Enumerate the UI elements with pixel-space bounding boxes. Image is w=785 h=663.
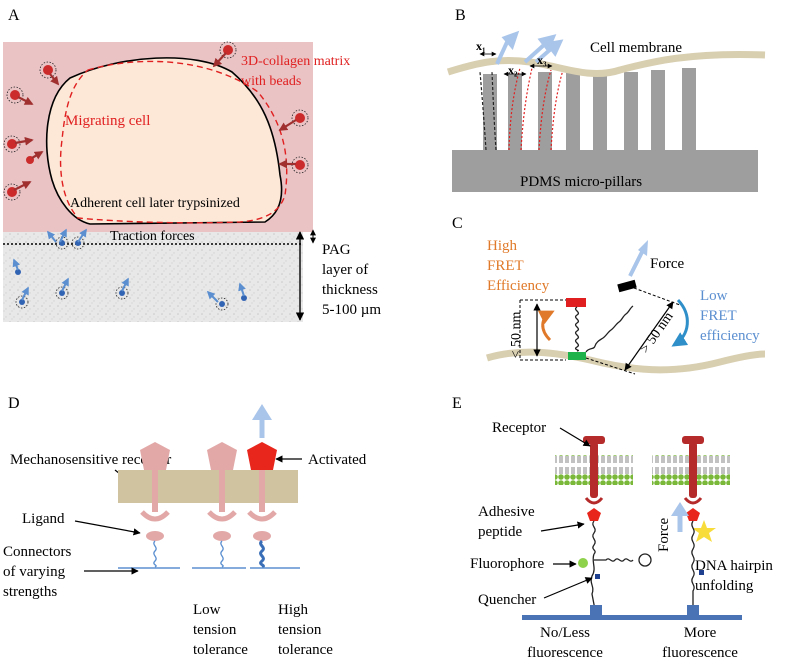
receptor-1 [140,442,170,568]
low-tension-line2: tension [193,622,237,638]
fluorophore-label: Fluorophore [470,556,545,572]
fluorescence-star [692,520,716,542]
low-fret-transfer-arrow [671,298,689,347]
high-tension-line3: tolerance [278,642,333,658]
fret-acceptor-stretched [617,279,637,293]
force-label-c: Force [650,256,684,272]
pag-label-line2: layer of [322,262,368,278]
hairpin-label-line1: DNA hairpin [695,558,773,574]
fret-donor [568,352,586,360]
migrating-cell-outline [45,57,283,225]
pillar-force-arrows [495,30,564,65]
distance-label-short: < 50 nm [509,312,524,359]
panel-a: A 3D-collagen matrix with beads Migratin… [3,7,381,322]
migrating-cell-label: Migrating cell [65,113,150,129]
pag-label-line3: thickness [322,282,378,298]
x1-label: x₁ [476,39,486,53]
pag-layer [3,232,303,322]
high-tension-line2: tension [278,622,322,638]
fret-acceptor-relaxed [566,298,586,307]
pag-label-line4: 5-100 µm [322,302,381,318]
receptor-label-e: Receptor [492,420,546,436]
anchor-right [687,605,699,617]
pillar-deflections [479,67,564,151]
low-tension-line1: Low [193,602,221,618]
cell-membrane-label: Cell membrane [590,40,682,56]
cell-membrane-c [485,348,766,374]
panel-c: C High FRET Efficiency < 50 nm > 50 nm F… [452,215,766,375]
dna-hairpin-folded [594,558,634,562]
quencher-dot [595,574,600,579]
low-fret-line1: Low [700,288,728,304]
receptor-2 [207,442,237,568]
hairpin-label-line2: unfolding [695,578,754,594]
panel-d: D Mechanosensitive receptor Activated [3,395,367,658]
dna-hairpin-unfolded [691,520,695,615]
substrate-e [522,615,742,620]
low-fret-line2: FRET [700,308,737,324]
high-fret-line1: High [487,238,518,254]
matrix-label-line2: with beads [241,74,301,89]
distance-arrow-long [624,301,674,371]
no-fluor-line1: No/Less [540,625,590,641]
adhesive-peptide-right [686,508,700,521]
panel-e-letter: E [452,395,462,412]
panel-b-letter: B [455,7,466,24]
high-fret-transfer-arrow [537,310,555,342]
low-tension-line3: tolerance [193,642,248,658]
ligand-label: Ligand [22,511,65,527]
panel-a-letter: A [8,7,20,24]
adherent-cell-outline [59,60,288,224]
distance-label-long: > 50 nm [638,309,677,356]
more-fluor-line2: fluorescence [662,645,738,661]
force-arrow-c [628,251,644,277]
adherent-cell-label: Adherent cell later trypsinized [70,196,240,211]
panel-e: E Receptor Force [452,395,773,661]
quencher-label: Quencher [478,592,536,608]
connector-label-line2: of varying [3,564,66,580]
panel-b: B x₁ x₂ x₃ [446,7,766,192]
collagen-beads [3,41,309,201]
matrix-label-line1: 3D-collagen matrix [241,54,350,69]
fluorophore-dot [578,558,588,568]
peptide-label-line2: peptide [478,524,522,540]
membrane-d [118,470,298,503]
high-tension-line1: High [278,602,309,618]
receptor-e-right [682,436,704,505]
more-fluor-line1: More [684,625,717,641]
x2-label: x₂ [508,63,518,77]
connector-label-line1: Connectors [3,544,71,560]
panel-d-letter: D [8,395,20,412]
stretched-spring [585,305,634,353]
pdms-label: PDMS micro-pillars [520,174,642,190]
panel-c-letter: C [452,215,463,232]
force-label-e: Force [656,518,672,552]
high-fret-line2: FRET [487,258,524,274]
relaxed-spring [574,306,580,352]
micro-pillars [483,68,696,152]
x3-label: x₃ [537,53,547,67]
peptide-label-line1: Adhesive [478,504,535,520]
activated-label: Activated [308,452,367,468]
anchor-left [590,605,602,617]
pag-label-line1: PAG [322,242,351,258]
high-fret-line3: Efficiency [487,278,550,294]
adhesive-peptide-left [587,508,601,521]
pag-beads [12,228,247,311]
receptor-label-d: Mechanosensitive receptor [10,452,171,468]
connector-label-line3: strengths [3,584,57,600]
traction-forces-label: Traction forces [110,229,195,244]
no-fluor-line2: fluorescence [527,645,603,661]
pdms-base [452,150,758,192]
low-fret-line3: efficiency [700,328,760,344]
receptor-3-activated [247,404,277,569]
cell-membrane-b [446,50,766,77]
